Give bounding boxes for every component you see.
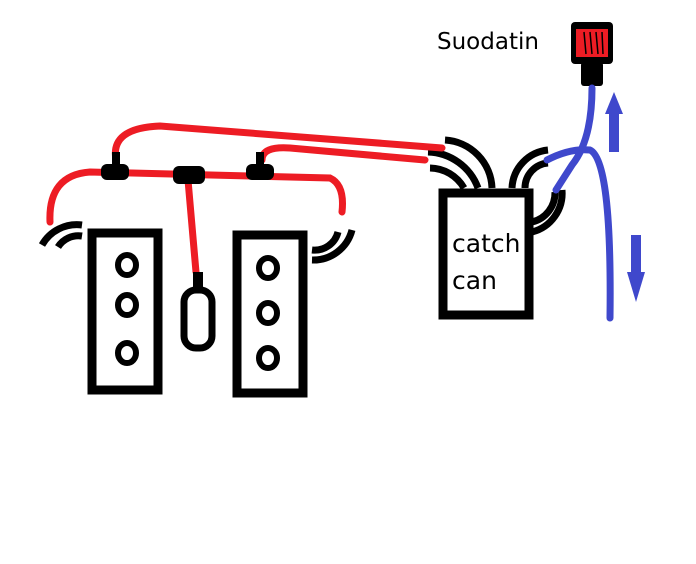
ports (38, 136, 566, 264)
port-left-outer (38, 221, 83, 247)
tees (101, 152, 274, 184)
port-left-inner (55, 232, 83, 250)
filter-label: Suodatin (437, 29, 539, 55)
air-filter (571, 22, 613, 86)
hose-vent (543, 146, 614, 322)
valve-cover-right (232, 230, 308, 398)
tee-3 (246, 164, 274, 180)
arrow-down-icon (627, 272, 645, 302)
tee-3-stem (256, 152, 264, 166)
red-hoses (46, 122, 446, 276)
port-cc-2 (427, 148, 482, 190)
breather-filter (180, 286, 216, 352)
port-cc-1 (444, 136, 496, 189)
valve-covers (87, 188, 534, 398)
port-cc-side-outer (530, 191, 559, 226)
arrow-down-shaft (631, 235, 641, 275)
hose-main (46, 168, 346, 226)
catch-can-box (438, 188, 534, 320)
hose-filter (184, 176, 200, 276)
hose-filter-feed (552, 84, 596, 194)
catch-can-label-line2: can (452, 266, 497, 295)
tee-2 (173, 166, 205, 184)
port-cc-out-inner (521, 159, 549, 189)
port-right-inner (311, 230, 342, 254)
tee-1 (101, 164, 129, 180)
port-right-outer (311, 228, 356, 264)
catch-can-label-line1: catch (452, 229, 521, 258)
flow-arrows (605, 92, 645, 302)
port-cc-side-inner (530, 189, 566, 236)
tee-1-stem (112, 152, 120, 166)
port-cc-out-outer (508, 146, 549, 189)
valve-cover-left (87, 228, 163, 395)
arrow-up-shaft (609, 112, 619, 152)
arrow-up-icon (605, 92, 623, 114)
hose-second (258, 144, 429, 164)
blue-hoses (543, 84, 614, 322)
port-cc-3 (429, 164, 468, 190)
